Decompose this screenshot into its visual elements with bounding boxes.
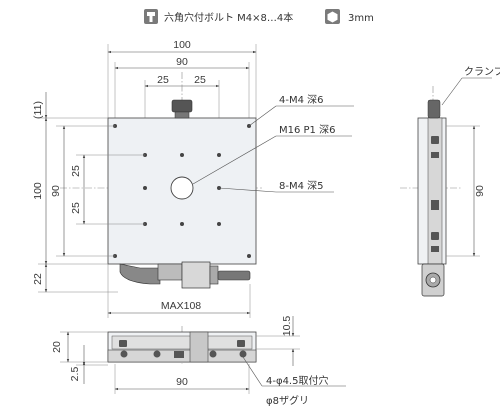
dim-pitch-v-90: 90 bbox=[50, 185, 62, 197]
dim-width-100: 100 bbox=[173, 39, 191, 51]
bolt-spec-text: 六角穴付ボルト M4×8…4本 bbox=[164, 11, 293, 24]
dim-pitch-25-left: 25 bbox=[157, 74, 169, 86]
top-view: 100 90 25 25 bbox=[32, 39, 354, 318]
dim-pitch-25-right: 25 bbox=[194, 74, 206, 86]
legend: 六角穴付ボルト M4×8…4本 3mm bbox=[144, 9, 374, 24]
callout-counterbore: φ8ザグリ bbox=[266, 394, 309, 407]
dim-clamp-22: 22 bbox=[32, 273, 44, 285]
dim-height-100: 100 bbox=[32, 182, 44, 200]
hex-size-text: 3mm bbox=[348, 13, 374, 24]
dim-max108: MAX108 bbox=[161, 300, 201, 312]
front-dim-20: 20 bbox=[51, 341, 63, 353]
front-dim-10-5: 10.5 bbox=[281, 316, 293, 337]
dim-pitch-90: 90 bbox=[176, 56, 188, 68]
dim-pitch-v-25-lower: 25 bbox=[70, 202, 82, 214]
front-view: 20 2.5 10.5 90 4-φ4.5取付穴 φ8ザグリ bbox=[51, 316, 346, 407]
callout-8-m4: 8-M4 深5 bbox=[279, 180, 324, 192]
side-dim-90: 90 bbox=[474, 185, 486, 197]
front-dim-90: 90 bbox=[176, 376, 188, 388]
clamp-label: クランプ bbox=[464, 66, 500, 78]
m16-center-hole bbox=[170, 176, 194, 200]
side-view: クランプ 90 bbox=[400, 66, 500, 297]
top-screw-head bbox=[171, 99, 193, 113]
hex-socket-bolt-icon bbox=[144, 9, 158, 24]
hex-wrench-icon bbox=[325, 9, 340, 24]
front-dim-2-5: 2.5 bbox=[69, 367, 81, 382]
dim-offset-11: (11) bbox=[32, 101, 44, 119]
dim-pitch-v-25-upper: 25 bbox=[70, 165, 82, 177]
callout-4-m4: 4-M4 深6 bbox=[279, 94, 324, 106]
callout-mount-holes: 4-φ4.5取付穴 bbox=[266, 374, 328, 387]
callout-m16: M16 P1 深6 bbox=[279, 124, 335, 136]
clamp-lever bbox=[119, 261, 251, 289]
